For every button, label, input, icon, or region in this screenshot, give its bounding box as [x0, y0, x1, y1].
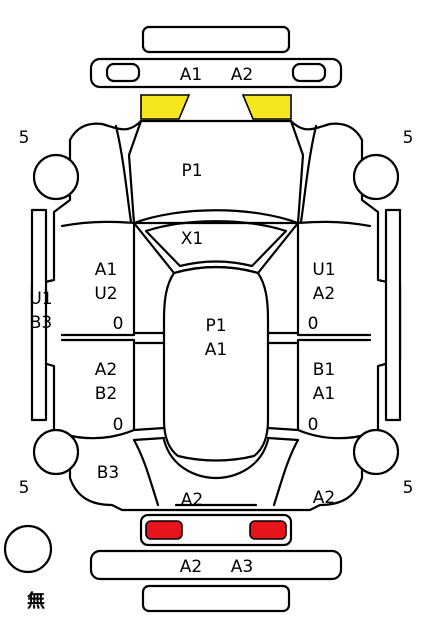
left-c-pillar-top: [132, 426, 166, 432]
front-right-tire-label: 5: [403, 128, 414, 148]
left-fender-line: [114, 124, 133, 224]
right-front-door-label-1: U1: [312, 260, 335, 280]
roof-label-1: P1: [205, 316, 226, 336]
left-rear-door-label-1: A2: [95, 360, 117, 380]
left-rocker-strip: [30, 208, 48, 422]
rear-bumper-left-label: A2: [180, 557, 202, 577]
hood-label: P1: [181, 161, 202, 181]
rear-right-tire: [352, 428, 400, 476]
rear-bumper: [89, 549, 343, 581]
right-fender-line: [299, 124, 318, 224]
right-rear-quarter-panel: [272, 438, 300, 507]
left-front-door: [60, 220, 136, 337]
body-outline: [30, 119, 402, 512]
right-c-pillar-bottom: [266, 436, 300, 442]
rear-window: [162, 438, 270, 480]
front-bumper: [89, 57, 343, 89]
left-c-pillar-bottom: [132, 436, 166, 442]
rear-bumper-right-label: A3: [231, 557, 253, 577]
front-left-headlight: [140, 94, 191, 120]
front-license-plate: [141, 25, 291, 54]
rear-license-plate: [141, 584, 291, 613]
right-rear-door-label-3: 0: [308, 415, 319, 435]
trunk-label: A2: [181, 490, 203, 510]
left-rear-door-label-2: B2: [95, 384, 117, 404]
front-left-tire: [32, 153, 80, 201]
front-bumper-right-label: A2: [231, 65, 253, 85]
roof-panel: [162, 265, 270, 462]
left-rocker-label-2: B3: [30, 313, 52, 333]
right-rear-quarter-label: A2: [313, 488, 335, 508]
left-front-door-label-3: 0: [113, 314, 124, 334]
front-right-headlight: [241, 94, 292, 120]
left-rocker-label-1: U1: [29, 289, 52, 309]
rear-right-tire-label: 5: [403, 478, 414, 498]
windshield-inner: [144, 220, 288, 268]
right-front-door-label-3: 0: [308, 314, 319, 334]
rear-right-taillight: [249, 520, 287, 540]
rear-left-taillight: [145, 520, 183, 540]
front-right-tire: [352, 153, 400, 201]
rear-left-tire-label: 5: [19, 478, 30, 498]
right-c-pillar-top: [266, 426, 300, 432]
hood-panel: [127, 119, 305, 225]
front-right-fog-lamp: [291, 62, 327, 83]
windshield-outer: [132, 209, 300, 275]
spare-tire: [3, 524, 53, 574]
left-rear-door-label-3: 0: [113, 415, 124, 435]
front-bumper-left-label: A1: [180, 65, 202, 85]
front-left-fog-lamp: [105, 62, 141, 83]
right-front-door-label-2: A2: [313, 284, 335, 304]
windshield-label: X1: [181, 229, 203, 249]
right-front-door: [296, 220, 372, 337]
right-rear-door-label-2: A1: [313, 384, 335, 404]
rear-left-tire: [32, 428, 80, 476]
left-rear-quarter-label: B3: [97, 463, 119, 483]
left-rear-quarter-panel: [132, 438, 160, 507]
roof-label-2: A1: [205, 340, 227, 360]
front-left-tire-label: 5: [19, 128, 30, 148]
right-rocker-strip: [384, 208, 402, 422]
spare-tire-label: 無: [27, 590, 45, 612]
right-rear-door-label-1: B1: [313, 360, 335, 380]
left-front-door-label-1: A1: [95, 260, 117, 280]
left-front-door-label-2: U2: [94, 284, 117, 304]
